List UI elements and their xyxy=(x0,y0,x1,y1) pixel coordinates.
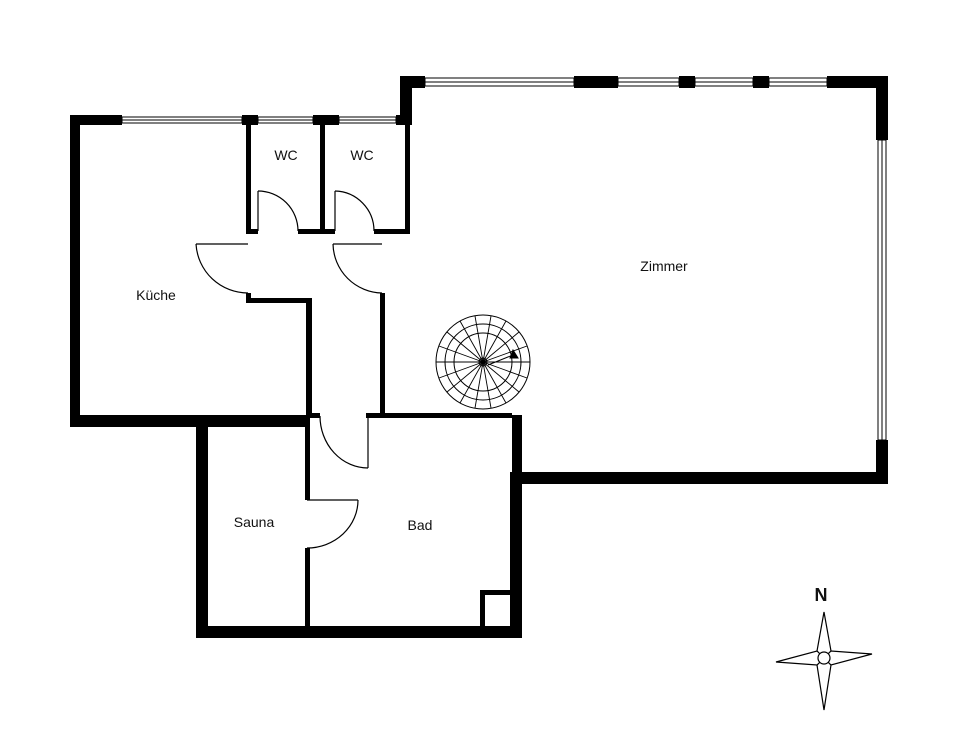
wc-left-door xyxy=(257,190,299,232)
living-room-door xyxy=(332,243,383,294)
stair-direction-arrow xyxy=(487,354,514,366)
sauna-door xyxy=(306,499,359,549)
doors xyxy=(195,190,383,549)
arrow-head-icon xyxy=(509,348,519,359)
room-label-bath: Bad xyxy=(408,517,433,533)
windows xyxy=(121,77,887,441)
wc-right-door xyxy=(334,190,375,232)
bath-door xyxy=(319,415,369,469)
room-label-wc-right: WC xyxy=(350,147,373,163)
interior-walls xyxy=(246,115,512,633)
spiral-staircase xyxy=(435,314,531,410)
room-label-sauna: Sauna xyxy=(234,514,275,530)
room-label-wc-left: WC xyxy=(274,147,297,163)
north-label: N xyxy=(815,585,828,605)
kitchen-door xyxy=(195,243,249,294)
compass-center-icon xyxy=(817,651,831,665)
compass-star-icon xyxy=(775,611,873,711)
room-label-kitchen: Küche xyxy=(136,287,176,303)
outer-walls xyxy=(70,76,888,638)
room-label-living: Zimmer xyxy=(640,258,688,274)
compass-rose: N xyxy=(775,585,873,711)
